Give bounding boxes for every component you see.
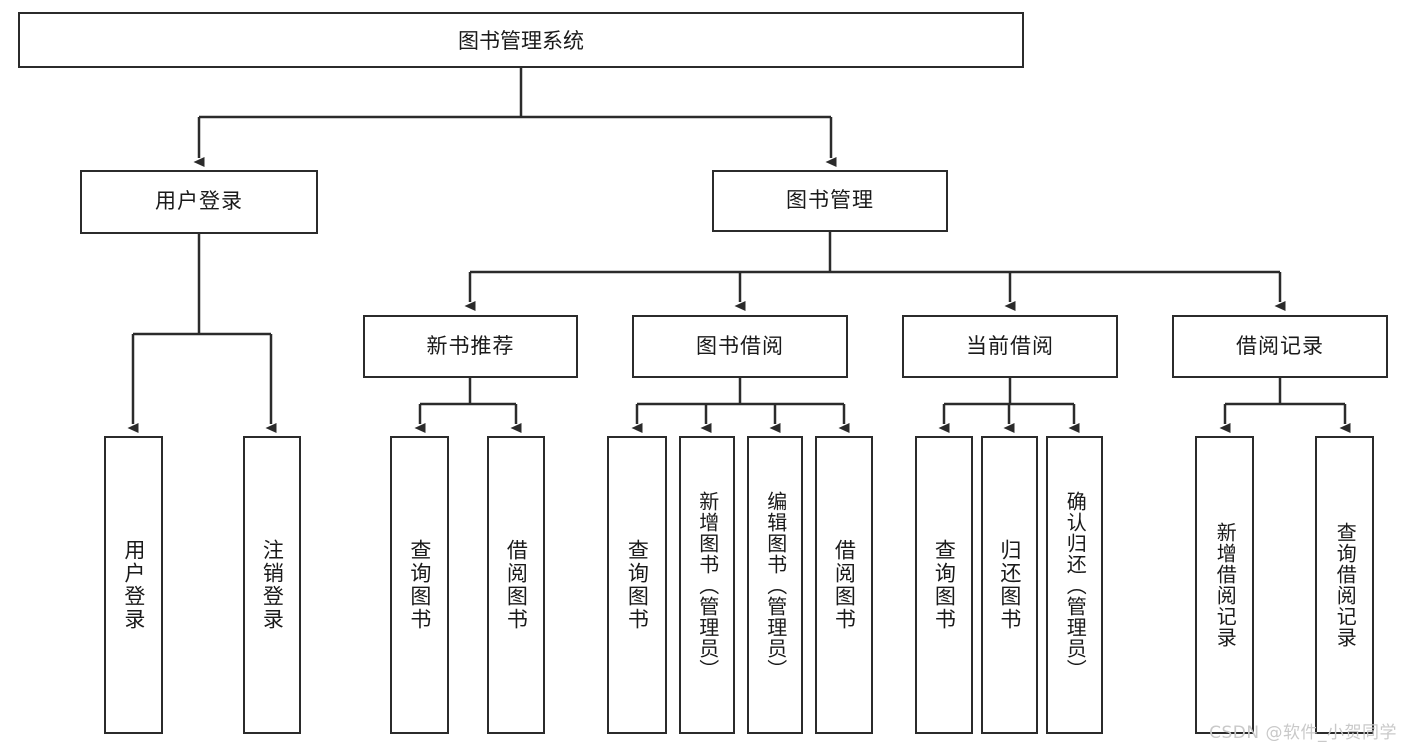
node-root[interactable]: 图书管理系统 <box>18 12 1024 68</box>
leaf-new-book-borrow[interactable]: 借阅图书 <box>487 436 545 734</box>
leaf-label: 注销登录 <box>260 539 285 631</box>
node-book-borrow[interactable]: 图书借阅 <box>632 315 848 378</box>
node-new-book-recommend[interactable]: 新书推荐 <box>363 315 578 378</box>
leaf-current-return-book[interactable]: 归还图书 <box>981 436 1038 734</box>
leaf-label: 借阅图书 <box>504 539 529 631</box>
leaf-label: 查询图书 <box>932 539 957 631</box>
leaf-label: 归还图书 <box>997 539 1022 631</box>
leaf-label: 确认归还（管理员） <box>1063 490 1088 680</box>
node-user-login[interactable]: 用户登录 <box>80 170 318 234</box>
leaf-user-login-logout[interactable]: 注销登录 <box>243 436 301 734</box>
leaf-borrow-edit-book[interactable]: 编辑图书（管理员） <box>747 436 803 734</box>
leaf-borrow-borrow-book[interactable]: 借阅图书 <box>815 436 873 734</box>
leaf-borrow-query-book[interactable]: 查询图书 <box>607 436 667 734</box>
leaf-user-login-login[interactable]: 用户登录 <box>104 436 163 734</box>
leaf-current-confirm-return[interactable]: 确认归还（管理员） <box>1046 436 1103 734</box>
leaf-label: 用户登录 <box>121 539 146 631</box>
node-current-borrow[interactable]: 当前借阅 <box>902 315 1118 378</box>
leaf-label: 借阅图书 <box>832 539 857 631</box>
leaf-label: 查询图书 <box>407 539 432 631</box>
leaf-new-book-query[interactable]: 查询图书 <box>390 436 449 734</box>
leaf-label: 新增借阅记录 <box>1213 522 1238 648</box>
leaf-label: 新增图书（管理员） <box>695 490 720 680</box>
node-book-management[interactable]: 图书管理 <box>712 170 948 232</box>
leaf-borrow-add-book[interactable]: 新增图书（管理员） <box>679 436 735 734</box>
leaf-record-add[interactable]: 新增借阅记录 <box>1195 436 1254 734</box>
leaf-label: 编辑图书（管理员） <box>763 490 788 680</box>
leaf-label: 查询借阅记录 <box>1333 522 1358 648</box>
leaf-label: 查询图书 <box>625 539 650 631</box>
leaf-record-query[interactable]: 查询借阅记录 <box>1315 436 1374 734</box>
node-borrow-record[interactable]: 借阅记录 <box>1172 315 1388 378</box>
csdn-watermark: CSDN @软件_小贺同学 <box>1209 723 1397 743</box>
leaf-current-query-book[interactable]: 查询图书 <box>915 436 973 734</box>
